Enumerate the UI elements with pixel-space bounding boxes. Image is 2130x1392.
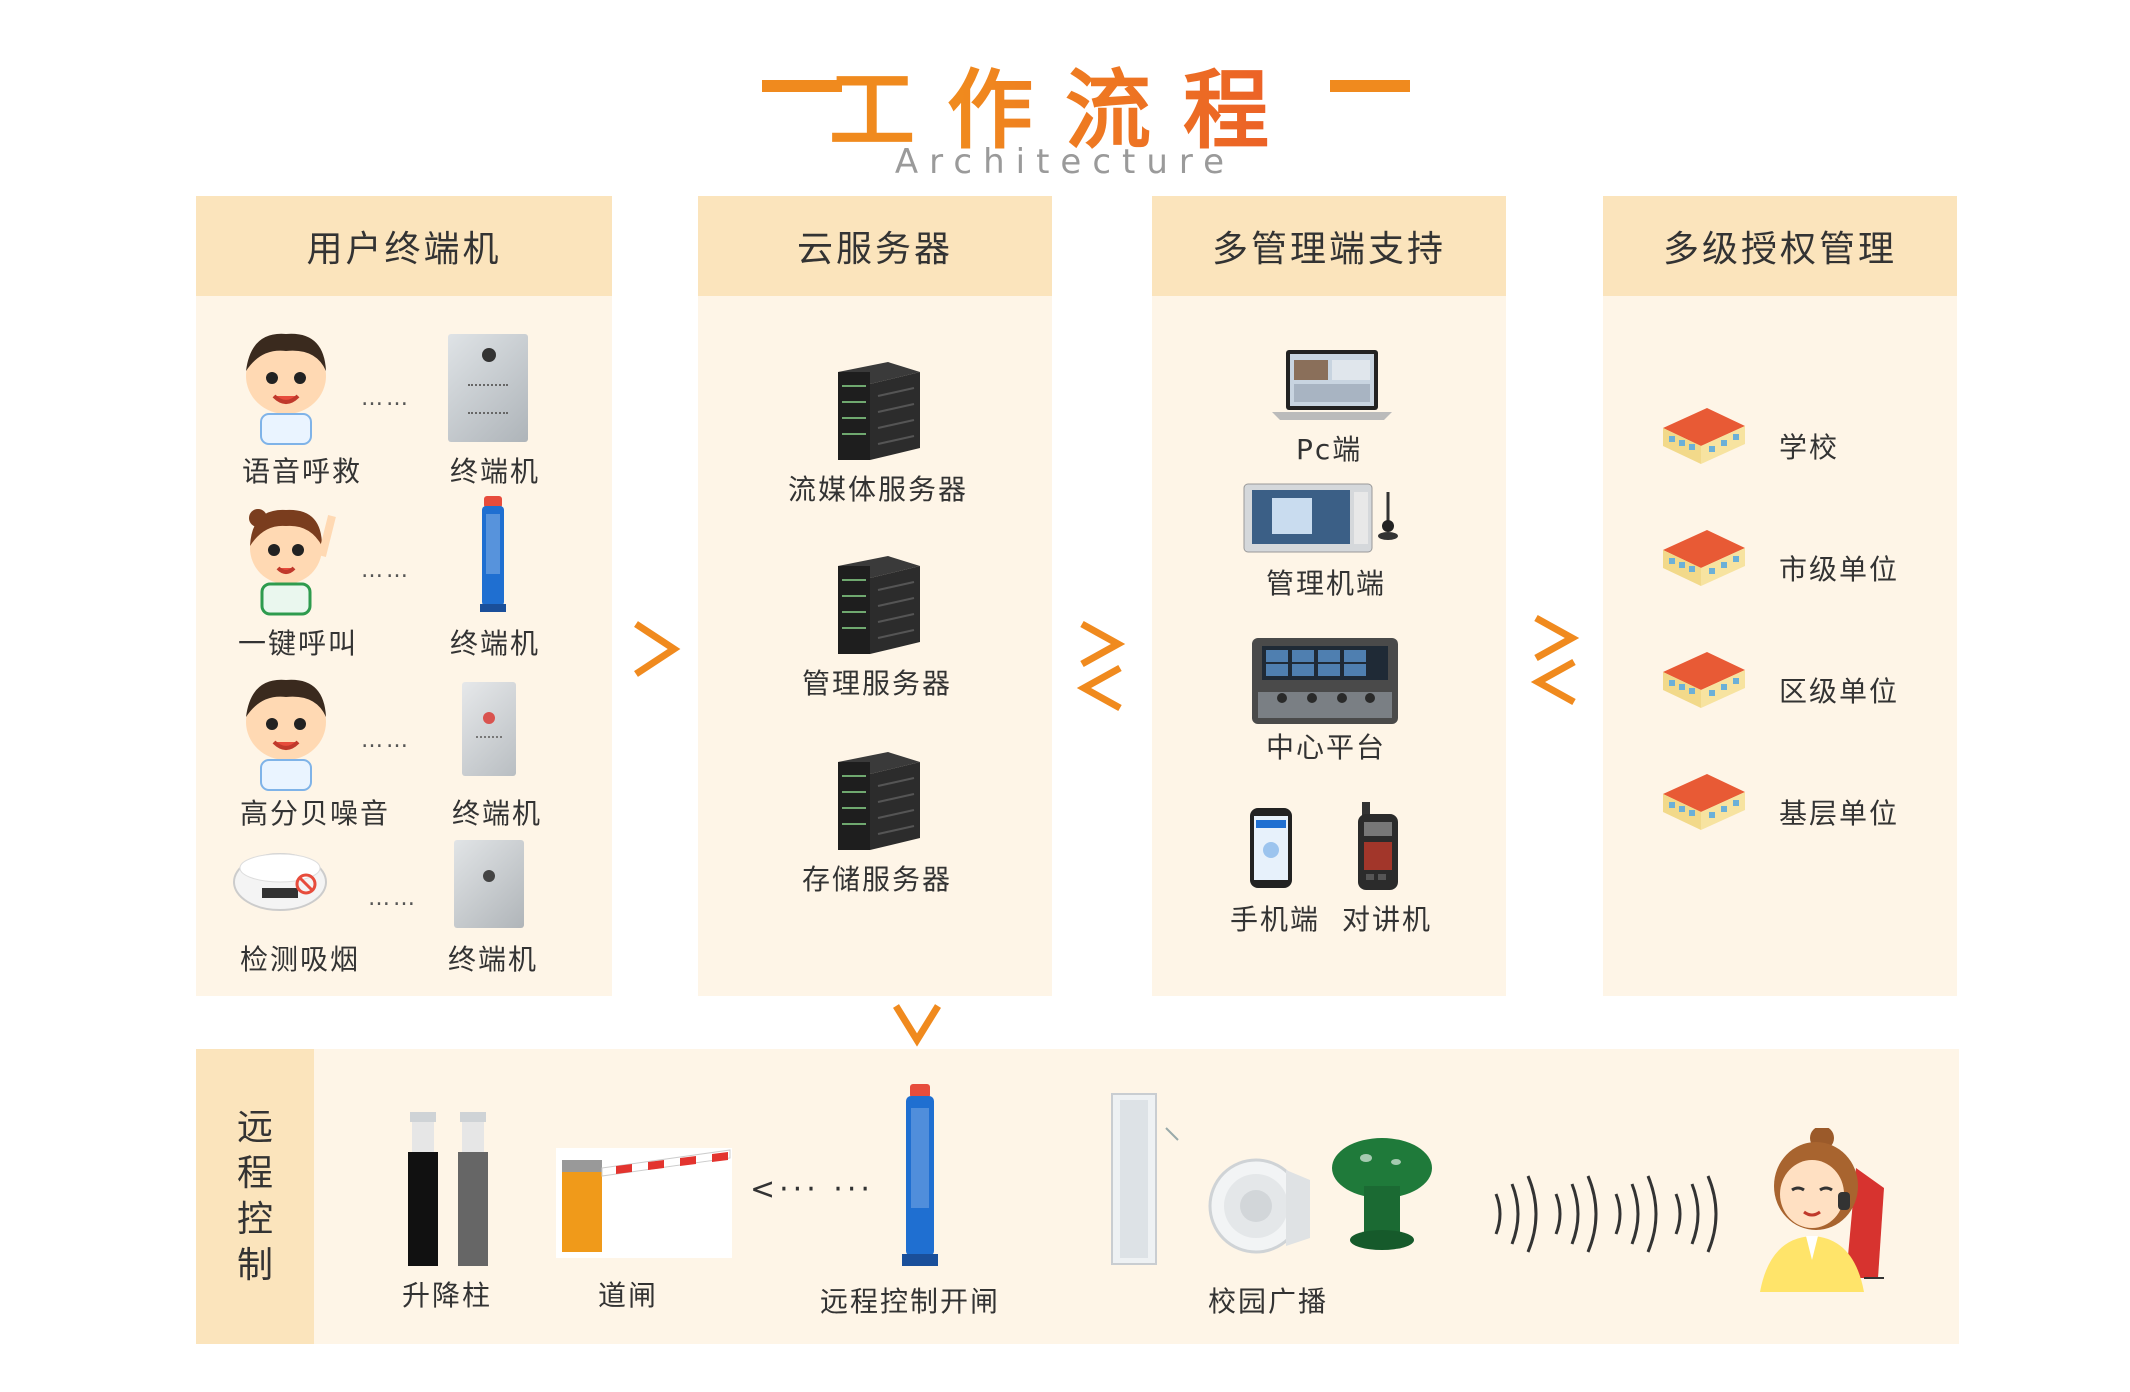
row1-right-label: 终端机 [450, 455, 541, 488]
bollard-icon [408, 1112, 488, 1266]
mgmt-column: 多管理端支持 Pc端 管理机端 中心平台 手机 [1152, 196, 1506, 996]
flow-arrow-down-icon [893, 1004, 941, 1047]
server-rack-icon [838, 362, 920, 460]
remote-bollard-label: 升降柱 [402, 1279, 493, 1312]
remote-header-char-4: 制 [236, 1244, 273, 1286]
terminals-column: 用户终端机 …… 语音呼救 终端机 …… 一键呼叫 终端机 [196, 196, 612, 996]
wall-terminal-icon [448, 334, 528, 442]
control-center-icon [1252, 638, 1398, 724]
building-icon [1663, 408, 1745, 464]
remote-open-label: 远程控制开闸 [820, 1285, 1001, 1318]
cloud-item-1-label: 流媒体服务器 [788, 473, 969, 506]
row4-right-label: 终端机 [448, 943, 539, 976]
row2-dots: …… [361, 558, 411, 583]
mobile-phone-icon [1250, 808, 1292, 888]
remote-gate-label: 道闸 [598, 1279, 659, 1312]
gate-barrier-icon [556, 1148, 732, 1258]
mgmt-header: 多管理端支持 [1152, 196, 1506, 296]
terminals-header: 用户终端机 [196, 196, 612, 296]
remote-header-char-1: 远 [236, 1106, 273, 1148]
mgmt-item-console-label: 管理机端 [1266, 567, 1387, 600]
cloud-item-2-label: 管理服务器 [802, 667, 953, 700]
remote-control-panel [196, 1049, 1959, 1344]
flow-arrow-bidirectional-icon [1076, 620, 1126, 712]
sound-wave-icon [1494, 1175, 1718, 1253]
mgmt-item-pc-label: Pc端 [1296, 433, 1363, 466]
mgmt-item-center-label: 中心平台 [1266, 731, 1387, 764]
smoke-detector-icon [233, 853, 327, 911]
row3-left-label: 高分贝噪音 [240, 797, 391, 830]
flat-terminal-icon [454, 840, 524, 928]
mgmt-item-radio-label: 对讲机 [1342, 903, 1433, 936]
sos-pillar-icon [480, 496, 506, 612]
ceiling-speaker-icon [1208, 1158, 1310, 1254]
cloud-header: 云服务器 [698, 196, 1052, 296]
row1-left-label: 语音呼救 [242, 455, 363, 488]
row4-left-label: 检测吸烟 [240, 943, 361, 976]
remote-header-char-3: 控 [236, 1198, 273, 1240]
server-rack-icon-2 [838, 556, 920, 654]
walkie-talkie-icon [1358, 802, 1398, 890]
page-title: 工作流程 [0, 40, 2130, 165]
sos-pillar-remote-icon [902, 1084, 938, 1266]
row2-right-label: 终端机 [450, 627, 541, 660]
boy-cartoon-icon [246, 333, 326, 445]
auth-column: 多级授权管理 学校 市级单位 区级单位 基层单位 [1603, 196, 1957, 996]
title-right-dash [1330, 80, 1410, 92]
row2-left-label: 一键呼叫 [238, 627, 359, 660]
auth-item-1-label: 学校 [1779, 431, 1840, 464]
listening-person-icon [1760, 1128, 1884, 1292]
mgmt-item-phone-label: 手机端 [1230, 903, 1321, 936]
auth-item-3-label: 区级单位 [1779, 675, 1900, 708]
row1-dots: …… [361, 386, 411, 411]
remote-broadcast-label: 校园广播 [1208, 1285, 1329, 1318]
flow-arrow-right-icon [634, 621, 681, 677]
garden-speaker-icon [1332, 1138, 1432, 1250]
auth-header: 多级授权管理 [1603, 196, 1957, 296]
server-rack-icon-3 [838, 752, 920, 850]
remote-control-header: 远 程 控 制 [196, 1049, 314, 1344]
laptop-icon [1272, 350, 1392, 420]
auth-item-2-label: 市级单位 [1779, 553, 1900, 586]
boy-cartoon-icon-2 [246, 679, 326, 791]
building-icon-4 [1663, 774, 1745, 830]
title-left-dash [762, 80, 842, 92]
column-speaker-icon [1111, 1093, 1179, 1265]
flow-arrow-bidirectional-icon-2 [1530, 614, 1580, 706]
remote-header-char-2: 程 [236, 1152, 273, 1194]
remote-dotted-arrow: <··· ··· [750, 1172, 874, 1207]
panel-terminal-icon [462, 682, 516, 776]
row4-dots: …… [368, 886, 418, 911]
building-icon-3 [1663, 652, 1745, 708]
girl-cartoon-icon [249, 509, 336, 616]
building-icon-2 [1663, 530, 1745, 586]
cloud-column: 云服务器 流媒体服务器 管理服务器 存储服务器 [698, 196, 1052, 996]
auth-item-4-label: 基层单位 [1779, 797, 1900, 830]
management-console-icon [1243, 483, 1398, 553]
cloud-item-3-label: 存储服务器 [802, 863, 953, 896]
row3-right-label: 终端机 [452, 797, 543, 830]
page-subtitle: Architecture [894, 142, 1236, 182]
row3-dots: …… [361, 728, 411, 753]
page-title-area: 工作流程 Architecture [0, 22, 2130, 182]
